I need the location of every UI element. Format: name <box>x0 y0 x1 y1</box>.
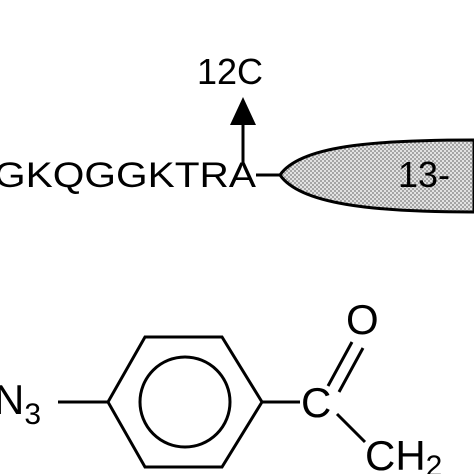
azide-group: N3 <box>0 376 41 431</box>
bead-label: 13- <box>398 154 450 195</box>
methylene-bond <box>335 412 367 444</box>
molecule-panel: N3 C O CH2 <box>0 296 442 474</box>
peptide-bead <box>278 138 474 214</box>
carbonyl-oxygen: O <box>346 296 379 343</box>
methylene-group: CH2 <box>365 432 442 474</box>
carbonyl-double-bond <box>326 341 365 393</box>
benzene-ring <box>106 335 264 469</box>
peptide-panel: 12C GKQGGKTRA 13- <box>0 51 474 214</box>
carbonyl-carbon: C <box>301 379 331 426</box>
up-arrow-icon <box>230 97 256 163</box>
site-label: 12C <box>197 51 263 92</box>
peptide-sequence: GKQGGKTRA <box>0 156 257 195</box>
